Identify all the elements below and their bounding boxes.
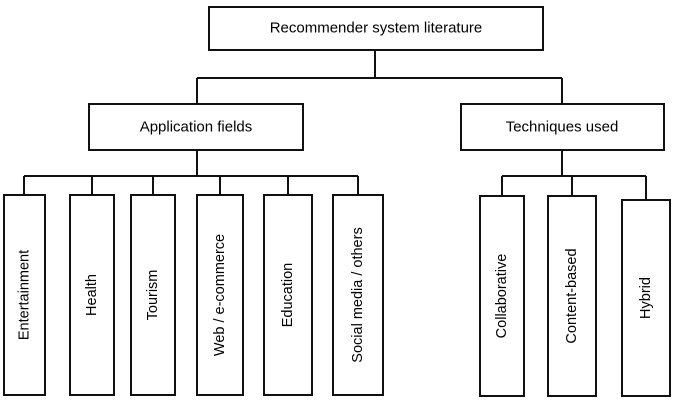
leaf-education: Education [263, 194, 313, 396]
leaf-label-health: Health [84, 274, 100, 316]
leaf-label-web-ecommerce: Web / e-commerce [212, 234, 228, 356]
leaf-entertainment: Entertainment [3, 194, 46, 396]
root-label: Recommender system literature [270, 20, 483, 37]
leaf-health: Health [69, 194, 115, 396]
leaf-label-tourism: Tourism [145, 270, 161, 321]
leaf-label-social-media-others: Social media / others [350, 227, 366, 362]
leaf-content-based: Content-based [547, 195, 597, 397]
branch-application-fields: Application fields [88, 103, 304, 151]
leaf-label-hybrid: Hybrid [638, 277, 654, 319]
branch-techniques-used: Techniques used [460, 103, 665, 151]
leaf-label-entertainment: Entertainment [17, 250, 33, 340]
leaf-hybrid: Hybrid [621, 199, 671, 397]
leaf-collaborative: Collaborative [479, 195, 525, 397]
leaf-tourism: Tourism [130, 194, 176, 396]
branch-label-techniques-used: Techniques used [506, 119, 619, 136]
connectors [23, 50, 647, 200]
leaf-web-ecommerce: Web / e-commerce [196, 194, 244, 396]
leaf-label-content-based: Content-based [564, 248, 580, 343]
leaf-label-collaborative: Collaborative [494, 254, 510, 339]
leaf-social-media-others: Social media / others [332, 194, 384, 396]
branch-label-application-fields: Application fields [140, 119, 253, 136]
root-node: Recommender system literature [208, 6, 544, 51]
leaf-label-education: Education [280, 263, 296, 328]
